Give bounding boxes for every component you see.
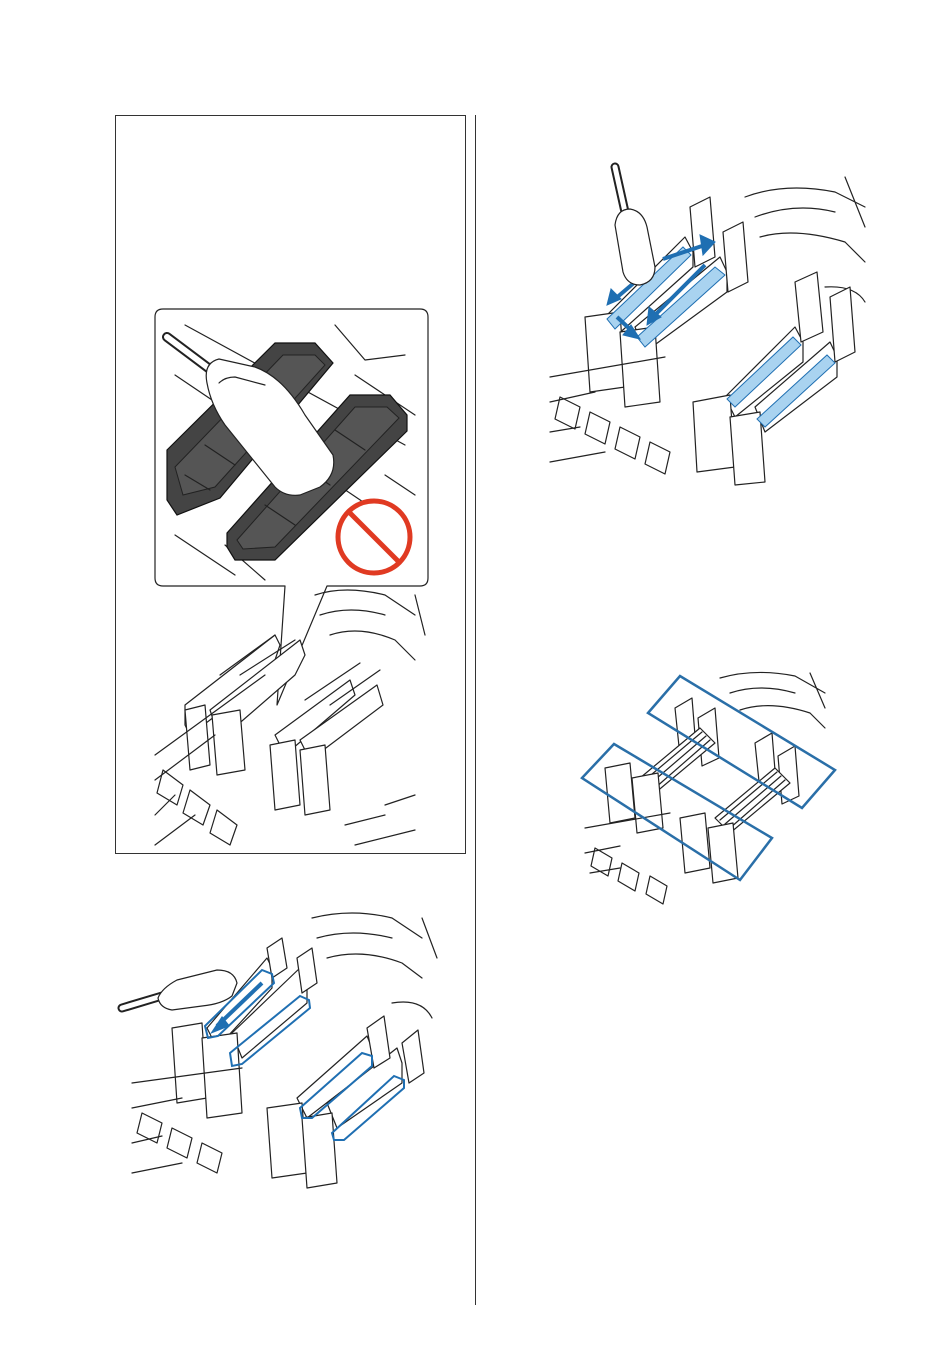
cleaning-stick-icon [122, 970, 237, 1010]
prohibited-icon [338, 501, 410, 573]
column-divider [475, 115, 476, 1305]
do-not-wipe-cap-surface-illustration [115, 115, 466, 854]
wipe-cap-sides-illustration [545, 167, 873, 487]
cleaning-stick-icon [615, 167, 655, 285]
wipe-cap-rims-illustration [122, 908, 447, 1190]
cap-areas-illustration [580, 668, 835, 904]
